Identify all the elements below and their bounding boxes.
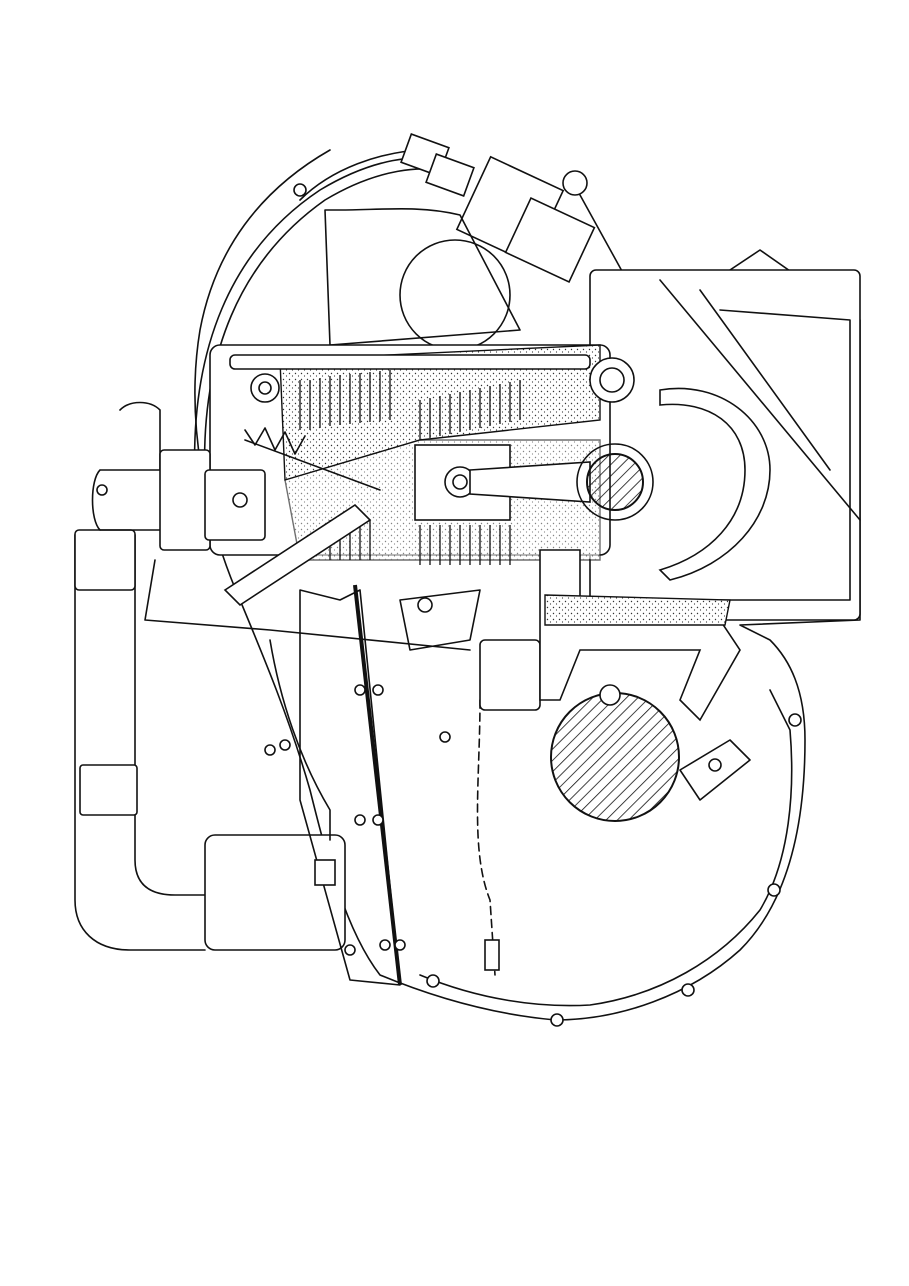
outer-casing	[194, 149, 861, 1021]
cylinder-block	[209, 344, 654, 607]
casing-bolts	[426, 713, 802, 1027]
flywheel-section	[550, 692, 680, 822]
air-box	[324, 207, 521, 346]
exhaust-system	[74, 401, 346, 951]
dipstick-end	[484, 939, 500, 971]
intake-opening	[399, 239, 511, 351]
right-housing	[589, 269, 861, 621]
carburetor	[144, 449, 471, 841]
inner-casing	[419, 689, 793, 1007]
dipstick-tube	[476, 699, 496, 976]
lower-components	[479, 549, 751, 822]
divider-plate	[299, 584, 481, 986]
misc-bolts	[96, 183, 336, 886]
crank-pin	[586, 453, 644, 511]
cables	[193, 133, 661, 481]
